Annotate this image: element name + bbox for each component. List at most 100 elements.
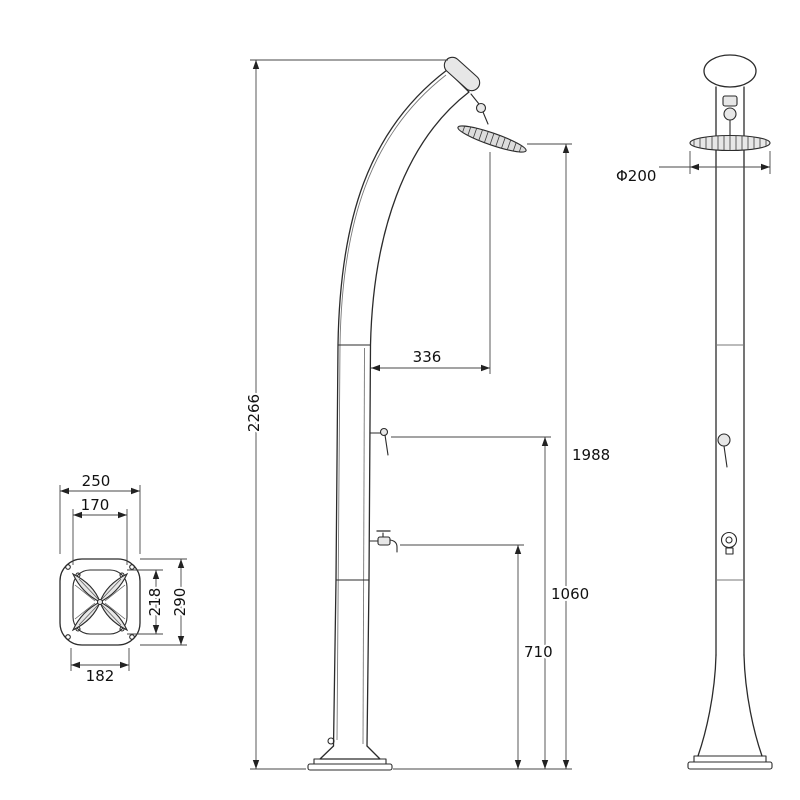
dim-label-head-height: 1988 bbox=[572, 446, 610, 464]
shower-head-side bbox=[457, 125, 527, 153]
corner-hole bbox=[65, 634, 71, 640]
front-base-plate bbox=[687, 761, 773, 770]
column-outline bbox=[332, 69, 470, 747]
blade-stria bbox=[104, 584, 126, 602]
hatch-line bbox=[478, 129, 483, 141]
hatch-line bbox=[501, 137, 506, 149]
blade-top-right bbox=[99, 572, 129, 604]
mixer-knob bbox=[379, 427, 389, 437]
shower-arm-upper bbox=[470, 93, 480, 105]
top-view-inner-shell bbox=[72, 569, 128, 635]
front-head-mount bbox=[722, 95, 738, 107]
blade-stria bbox=[78, 578, 99, 600]
dim-head-offset: 336 bbox=[371, 152, 491, 374]
hatch-line bbox=[495, 135, 500, 147]
arrowhead bbox=[562, 144, 570, 153]
front-base-tier-1 bbox=[693, 755, 767, 763]
dim-total-height: 2266 bbox=[243, 59, 448, 770]
side-view-dimensions: 2266 336 1988 1060 bbox=[243, 59, 612, 770]
shower-head-front bbox=[689, 134, 771, 152]
blade-top-left bbox=[71, 572, 101, 604]
arrowhead bbox=[71, 661, 80, 669]
arrowhead bbox=[481, 364, 490, 372]
dim-label-total-height: 2266 bbox=[245, 394, 263, 432]
blade-bottom-right bbox=[99, 600, 129, 632]
blade-stria bbox=[104, 602, 126, 620]
cross-section-blades bbox=[71, 572, 129, 632]
dim-tap-height: 710 bbox=[400, 544, 555, 769]
arrowhead bbox=[120, 661, 129, 669]
base-flare bbox=[319, 745, 381, 760]
dim-label-mixer-height: 1060 bbox=[551, 585, 589, 603]
dim-label-inner-depth: 218 bbox=[146, 588, 164, 617]
blade-stria bbox=[74, 584, 96, 602]
tap-spout bbox=[389, 539, 398, 553]
tap-front-outer bbox=[720, 531, 738, 549]
arrowhead bbox=[514, 760, 522, 769]
column-inner-edge-line bbox=[336, 74, 447, 741]
dim-label-overall-width: 250 bbox=[82, 472, 111, 490]
blade-center-hub bbox=[96, 598, 104, 606]
front-view bbox=[687, 54, 773, 770]
hatch-line bbox=[489, 133, 495, 145]
dim-base-width: 182 bbox=[70, 648, 130, 687]
dim-overall-depth: 290 bbox=[140, 558, 191, 646]
dim-inner-depth: 218 bbox=[127, 569, 166, 635]
arrowhead bbox=[541, 437, 549, 446]
base-plate bbox=[307, 763, 393, 771]
arrowhead bbox=[177, 559, 185, 568]
arrowhead bbox=[562, 760, 570, 769]
mixer-handle-side bbox=[369, 427, 389, 456]
blade-bottom-left bbox=[71, 600, 101, 632]
shower-arm-lower bbox=[482, 111, 489, 125]
front-head-joint bbox=[723, 107, 737, 121]
drain-knob bbox=[327, 737, 335, 745]
arrowhead bbox=[252, 760, 260, 769]
top-view bbox=[59, 558, 141, 646]
arrowhead bbox=[514, 545, 522, 554]
hatch-line bbox=[467, 126, 472, 136]
column-panel-line bbox=[362, 347, 365, 745]
dim-label-head-diameter: Φ200 bbox=[616, 167, 656, 185]
arrowhead bbox=[73, 511, 82, 519]
arrowhead bbox=[690, 163, 699, 171]
corner-hole bbox=[65, 564, 71, 570]
dim-head-height: 1988 bbox=[393, 143, 612, 770]
blade-stria bbox=[74, 602, 96, 620]
dim-label-tap-height: 710 bbox=[524, 643, 553, 661]
arrowhead bbox=[177, 636, 185, 645]
arrowhead bbox=[131, 487, 140, 495]
tap-front-inner bbox=[725, 536, 733, 544]
tap-side bbox=[369, 530, 398, 553]
front-top-cap bbox=[703, 54, 757, 88]
hatch-line bbox=[484, 131, 489, 143]
hatch-line bbox=[462, 125, 466, 133]
tap-body bbox=[377, 536, 391, 546]
shower-arm-joint bbox=[475, 102, 487, 114]
tap-front-spout bbox=[725, 547, 734, 555]
hatch-line bbox=[512, 142, 517, 152]
tap-front bbox=[720, 531, 738, 555]
shower-head-front-hatch bbox=[693, 135, 767, 151]
dim-label-overall-depth: 290 bbox=[171, 588, 189, 617]
dim-label-head-offset: 336 bbox=[413, 348, 442, 366]
blade-stria bbox=[78, 604, 99, 626]
hatch-line bbox=[472, 128, 478, 139]
arrowhead bbox=[60, 487, 69, 495]
shower-head-side-hatch bbox=[462, 125, 522, 153]
top-view-outer-shell bbox=[59, 558, 141, 646]
dim-head-diameter: Φ200 bbox=[614, 151, 771, 187]
arrowhead bbox=[152, 625, 160, 634]
hatch-line bbox=[518, 145, 522, 153]
arrowhead bbox=[152, 570, 160, 579]
mixer-lever-front bbox=[723, 445, 728, 468]
dim-mixer-height: 1060 bbox=[391, 436, 591, 769]
blade-stria bbox=[101, 604, 122, 626]
side-view bbox=[307, 56, 527, 771]
corner-hole bbox=[129, 634, 135, 640]
dim-label-inner-width: 170 bbox=[81, 496, 110, 514]
front-base-flare-right bbox=[743, 654, 763, 757]
hatch-line bbox=[506, 139, 512, 150]
